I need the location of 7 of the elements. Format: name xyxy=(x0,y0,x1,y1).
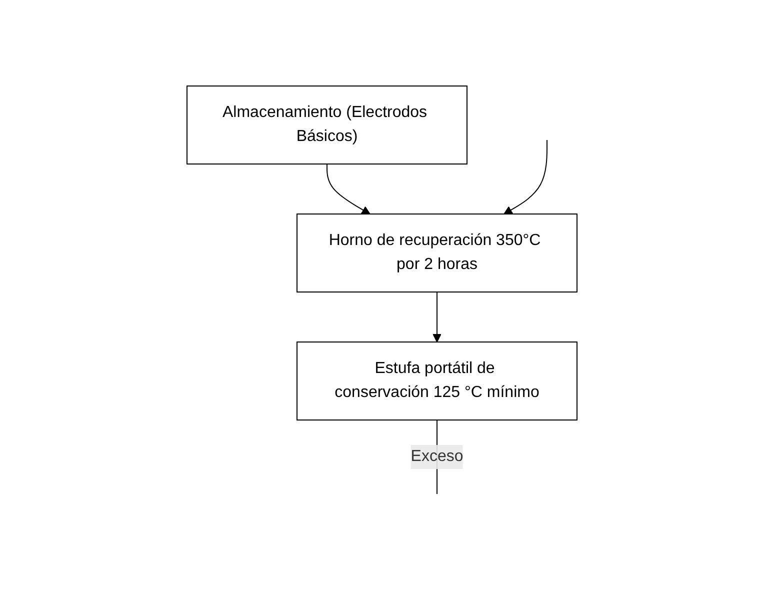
node-box: Almacenamiento (Electrodos Básicos) xyxy=(186,86,468,164)
edge-label: Exceso xyxy=(410,448,464,465)
node-box: Horno de recuperación 350°C por 2 horas xyxy=(296,214,578,292)
arrow xyxy=(504,140,548,214)
arrow xyxy=(326,164,370,214)
arrow xyxy=(432,292,442,342)
node-box: Estufa portátil de conservación 125 °C mínimo xyxy=(296,342,578,420)
